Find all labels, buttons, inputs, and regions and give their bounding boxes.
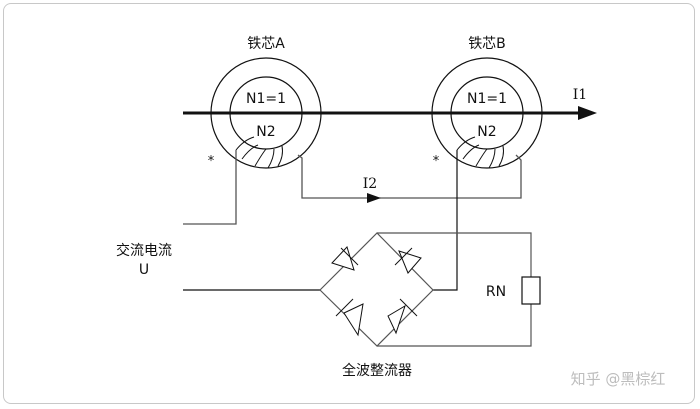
core-a-label: 铁芯A [247,36,285,52]
i1-arrow-icon [578,106,597,120]
image-frame [3,3,695,404]
diode-bottom-left-icon [335,298,364,337]
i1-label: I1 [573,87,587,103]
core-a-lead-left [183,150,237,225]
diode-bottom-right-icon [387,298,418,335]
diode-top-right-icon [394,247,422,274]
source-symbol: U [139,262,149,278]
core-b-dot-marker: * [433,154,440,169]
core-b-secondary-label: N2 [477,124,496,140]
i2-label: I2 [363,176,377,192]
diode-top-left-icon [331,246,359,271]
core-a-primary-label: N1=1 [246,91,286,107]
core-b-lead-to-rectifier [433,150,458,291]
core-a-winding-icon [235,136,283,169]
resistor-label: RN [486,284,506,300]
watermark: 知乎 @黑棕红 [571,370,666,388]
core-b-winding-icon [456,136,504,169]
core-a-dot-marker: * [208,154,215,169]
bridge-rectifier [319,232,434,347]
rectifier-output-top-wire [377,232,532,277]
rectifier-label: 全波整流器 [342,362,412,379]
rectifier-output-bottom-wire [377,304,532,347]
i2-loop-wire [297,154,522,199]
i2-arrow-icon [367,193,381,203]
source-label: 交流电流 [116,242,172,259]
core-b-primary-label: N1=1 [467,91,507,107]
core-b-label: 铁芯B [468,36,506,52]
core-a-secondary-label: N2 [256,124,275,140]
resistor-rn-icon [521,276,541,305]
